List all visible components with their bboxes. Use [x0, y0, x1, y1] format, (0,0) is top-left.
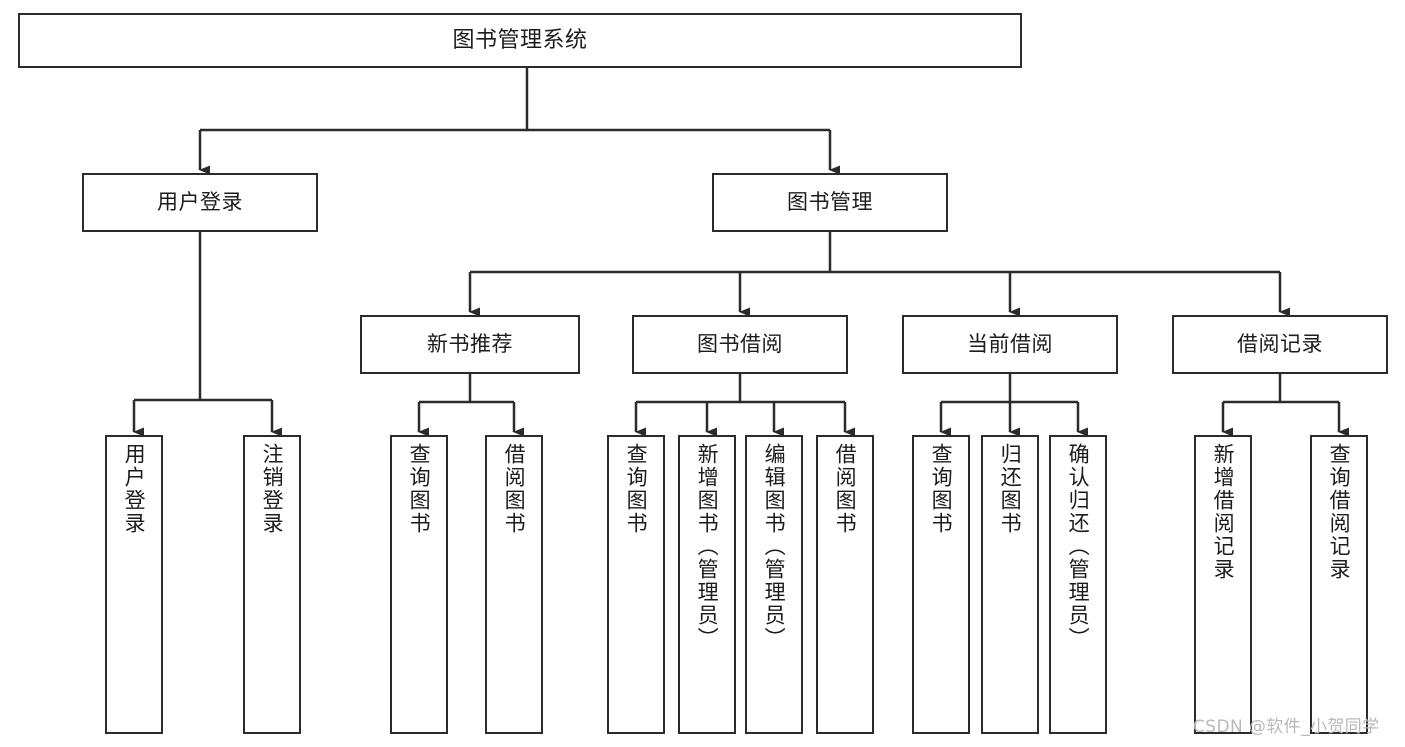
node-leaf-return-book[interactable]: 归还图书	[981, 435, 1039, 734]
node-leaf-query-record[interactable]: 查询借阅记录	[1310, 435, 1368, 734]
node-book-management-label: 图书管理	[787, 190, 873, 215]
node-leaf-borrow-book-1[interactable]: 借阅图书	[485, 435, 543, 734]
node-leaf-query-book-1[interactable]: 查询图书	[390, 435, 448, 734]
node-new-book-recommend[interactable]: 新书推荐	[360, 315, 580, 374]
node-root-label: 图书管理系统	[452, 27, 588, 53]
node-leaf-user-logout[interactable]: 注销登录	[243, 435, 301, 734]
node-leaf-edit-book[interactable]: 编辑图书（管理员）	[745, 435, 803, 734]
node-leaf-add-record-label: 新增借阅记录	[1211, 443, 1236, 581]
node-leaf-query-book-3-label: 查询图书	[929, 443, 954, 535]
node-leaf-user-login-label: 用户登录	[122, 443, 147, 535]
node-leaf-query-book-1-label: 查询图书	[407, 443, 432, 535]
node-leaf-borrow-book-1-label: 借阅图书	[502, 443, 527, 535]
node-current-borrow[interactable]: 当前借阅	[902, 315, 1118, 374]
node-leaf-user-login[interactable]: 用户登录	[105, 435, 163, 734]
node-leaf-user-logout-label: 注销登录	[260, 443, 285, 535]
node-leaf-confirm-return[interactable]: 确认归还（管理员）	[1049, 435, 1107, 734]
node-book-management[interactable]: 图书管理	[712, 173, 948, 232]
node-leaf-query-book-3[interactable]: 查询图书	[912, 435, 970, 734]
node-leaf-borrow-book-2[interactable]: 借阅图书	[816, 435, 874, 734]
node-book-borrow[interactable]: 图书借阅	[632, 315, 848, 374]
node-leaf-add-book-label: 新增图书（管理员）	[695, 443, 720, 650]
node-leaf-add-record[interactable]: 新增借阅记录	[1194, 435, 1252, 734]
node-leaf-add-book[interactable]: 新增图书（管理员）	[678, 435, 736, 734]
node-borrow-record[interactable]: 借阅记录	[1172, 315, 1388, 374]
node-leaf-edit-book-label: 编辑图书（管理员）	[762, 443, 787, 650]
node-leaf-query-record-label: 查询借阅记录	[1327, 443, 1352, 581]
node-leaf-query-book-2[interactable]: 查询图书	[607, 435, 665, 734]
node-borrow-record-label: 借阅记录	[1237, 332, 1323, 357]
node-new-book-recommend-label: 新书推荐	[427, 332, 513, 357]
node-user-login[interactable]: 用户登录	[82, 173, 318, 232]
node-leaf-query-book-2-label: 查询图书	[624, 443, 649, 535]
node-leaf-borrow-book-2-label: 借阅图书	[833, 443, 858, 535]
node-leaf-return-book-label: 归还图书	[998, 443, 1023, 535]
csdn-watermark: CSDN @软件_小贺同学	[1193, 717, 1380, 737]
node-leaf-confirm-return-label: 确认归还（管理员）	[1066, 443, 1091, 650]
node-root[interactable]: 图书管理系统	[18, 13, 1022, 68]
node-book-borrow-label: 图书借阅	[697, 332, 783, 357]
node-user-login-label: 用户登录	[157, 190, 243, 215]
node-current-borrow-label: 当前借阅	[967, 332, 1053, 357]
